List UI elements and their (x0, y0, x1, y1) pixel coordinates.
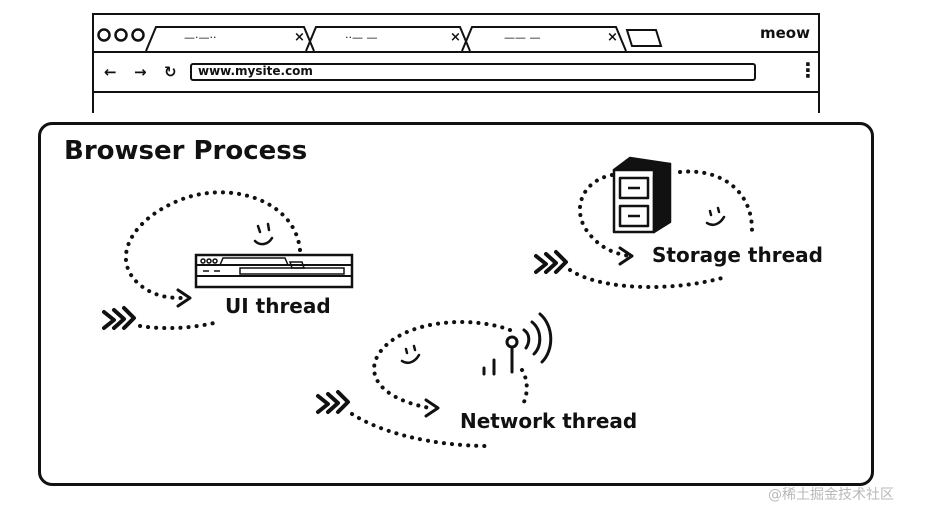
network-thread-group (316, 312, 553, 448)
tab-3-shape (461, 26, 627, 52)
window-control-maximize (131, 28, 145, 42)
tab-3-close-icon[interactable]: × (607, 30, 618, 45)
network-thread-label: Network thread (460, 409, 638, 433)
network-thread-chevrons-icon (316, 390, 350, 414)
ui-thread-arrowhead (176, 288, 192, 308)
watermark: @稀土掘金技术社区 (768, 487, 894, 503)
network-thread-arrowhead (424, 398, 440, 418)
tab-1-label[interactable]: —·—·· (184, 31, 217, 44)
new-tab-button (625, 29, 663, 47)
ui-thread-tail (138, 320, 220, 331)
storage-thread-label: Storage thread (652, 243, 823, 267)
reload-icon[interactable]: ↻ (164, 63, 177, 81)
network-thread-loop-right (520, 368, 529, 404)
network-thread-tail (350, 412, 492, 448)
process-title: Browser Process (64, 136, 308, 166)
tab-2-label[interactable]: ··— — (345, 31, 378, 44)
tab-1-shape (145, 26, 315, 52)
tab-3-label[interactable]: —— — (504, 31, 541, 44)
window-control-close (97, 28, 111, 42)
antenna-signal-icon (482, 312, 553, 376)
browser-window (92, 13, 820, 113)
browser-process-box (38, 122, 874, 486)
tab-1-close-icon[interactable]: × (294, 30, 305, 45)
ui-thread-smiley-icon (253, 222, 274, 246)
browser-brand: meow (760, 24, 810, 42)
storage-thread-group (534, 156, 754, 289)
ui-thread-browser-icon (194, 253, 354, 289)
browser-toolbar (92, 53, 820, 93)
tab-2-close-icon[interactable]: × (450, 30, 461, 45)
storage-thread-smiley-icon (705, 206, 726, 226)
browser-menu-icon[interactable]: ⋮ (798, 58, 818, 82)
back-icon[interactable]: ← (104, 63, 117, 81)
ui-thread-chevrons-icon (102, 306, 136, 330)
storage-thread-loop-right (678, 169, 754, 232)
network-thread-loop (372, 320, 512, 410)
ui-thread-loop (123, 190, 302, 300)
storage-thread-chevrons-icon (534, 250, 568, 274)
network-thread-smiley-icon (400, 344, 421, 364)
window-control-minimize (114, 28, 128, 42)
storage-thread-tail (568, 268, 724, 289)
tab-strip (92, 13, 820, 53)
storage-thread-arrowhead (618, 246, 634, 266)
file-cabinet-icon (612, 156, 672, 234)
forward-icon[interactable]: → (134, 63, 147, 81)
address-bar[interactable] (190, 63, 756, 81)
ui-thread-group (102, 190, 354, 331)
tab-2-shape (305, 26, 471, 52)
address-bar-text[interactable]: www.mysite.com (198, 64, 313, 78)
ui-thread-label: UI thread (225, 294, 331, 318)
